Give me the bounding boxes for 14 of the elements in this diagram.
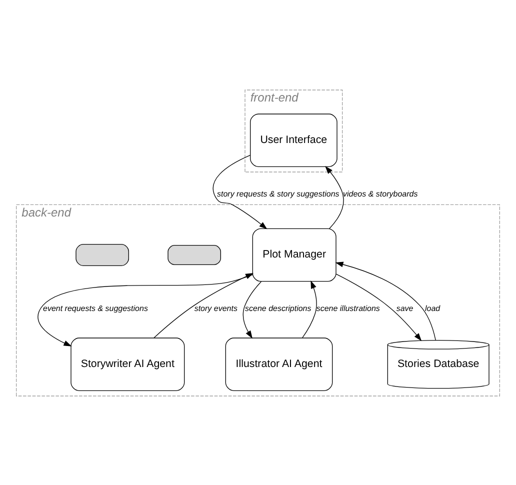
node-box: Plot Manager	[252, 228, 336, 282]
arrow	[38, 274, 253, 346]
arrow	[325, 166, 344, 228]
node-box	[168, 244, 221, 264]
arrow	[302, 280, 317, 338]
arrow	[154, 272, 254, 338]
node-box	[76, 244, 129, 266]
node-box: Illustrator AI Agent	[225, 337, 333, 390]
arrow	[212, 154, 268, 229]
arrow	[335, 261, 436, 340]
arrow	[242, 280, 262, 338]
node-box: User Interface	[250, 113, 338, 166]
arrow	[336, 273, 422, 341]
node-box: Storywriter AI Agent	[70, 337, 185, 390]
